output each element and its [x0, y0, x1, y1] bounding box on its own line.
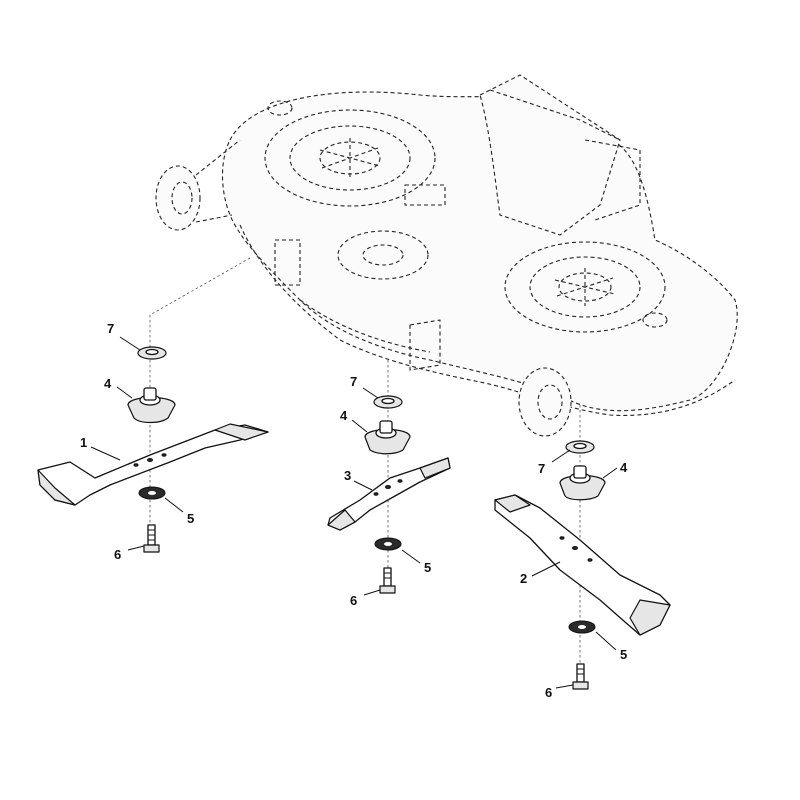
blade-bolt-right — [572, 663, 589, 690]
middle-blade-assembly — [327, 387, 451, 596]
mower-deck-housing — [155, 74, 738, 437]
callout-left-washer: 7 — [107, 321, 114, 336]
mower-blade-middle — [327, 457, 451, 531]
blade-hub-right — [559, 465, 606, 501]
spring-washer-right — [568, 620, 596, 634]
washer-left — [137, 346, 167, 360]
callout-middle-spring-washer: 5 — [424, 560, 431, 575]
callout-left-blade: 1 — [80, 435, 87, 450]
blade-bolt-left — [143, 524, 160, 553]
callout-right-bolt: 6 — [545, 685, 552, 700]
callout-middle-hub: 4 — [340, 408, 348, 423]
washer-right — [565, 440, 595, 454]
callout-left-bolt: 6 — [114, 547, 121, 562]
callout-labels: 7 4 1 5 6 7 4 3 5 6 7 4 2 5 6 — [80, 321, 628, 700]
callout-right-blade: 2 — [520, 571, 527, 586]
callout-middle-washer: 7 — [350, 374, 357, 389]
mower-blade-left — [37, 423, 269, 506]
right-blade-assembly — [494, 440, 671, 690]
blade-hub-middle — [364, 420, 411, 455]
washer-middle — [373, 395, 403, 409]
spring-washer-middle — [374, 537, 402, 551]
callout-left-hub: 4 — [104, 376, 112, 391]
callout-middle-blade: 3 — [344, 468, 351, 483]
blade-bolt-middle — [379, 567, 396, 594]
callout-middle-bolt: 6 — [350, 593, 357, 608]
left-blade-assembly — [37, 336, 269, 553]
callout-left-spring-washer: 5 — [187, 511, 194, 526]
mower-blade-right — [494, 494, 671, 636]
callout-right-washer: 7 — [538, 461, 545, 476]
spring-washer-left — [138, 486, 166, 500]
callout-right-hub: 4 — [620, 460, 628, 475]
callout-right-spring-washer: 5 — [620, 647, 627, 662]
blade-hub-left — [127, 387, 176, 424]
